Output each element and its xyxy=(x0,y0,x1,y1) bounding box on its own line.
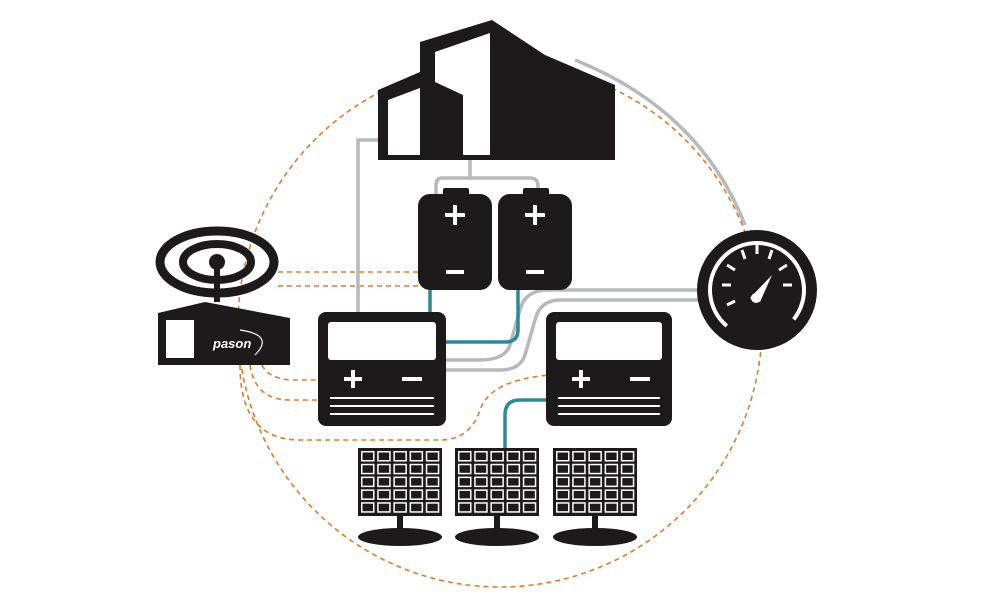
solar-panel-icon-2 xyxy=(455,448,539,546)
building-icon xyxy=(378,20,615,160)
battery-icon-left xyxy=(418,188,492,290)
solar-panel-icon-1 xyxy=(358,448,442,546)
solar-panel-icon-3 xyxy=(553,448,637,546)
pason-router-icon: pason xyxy=(155,226,290,365)
gauge-meter-icon xyxy=(697,230,817,350)
pason-logo-text: pason xyxy=(212,336,251,351)
charge-controller-right xyxy=(546,312,672,426)
charge-controller-left xyxy=(318,312,446,426)
battery-icon-right xyxy=(498,188,572,290)
router-data-links xyxy=(239,271,551,441)
power-lines xyxy=(356,58,747,372)
